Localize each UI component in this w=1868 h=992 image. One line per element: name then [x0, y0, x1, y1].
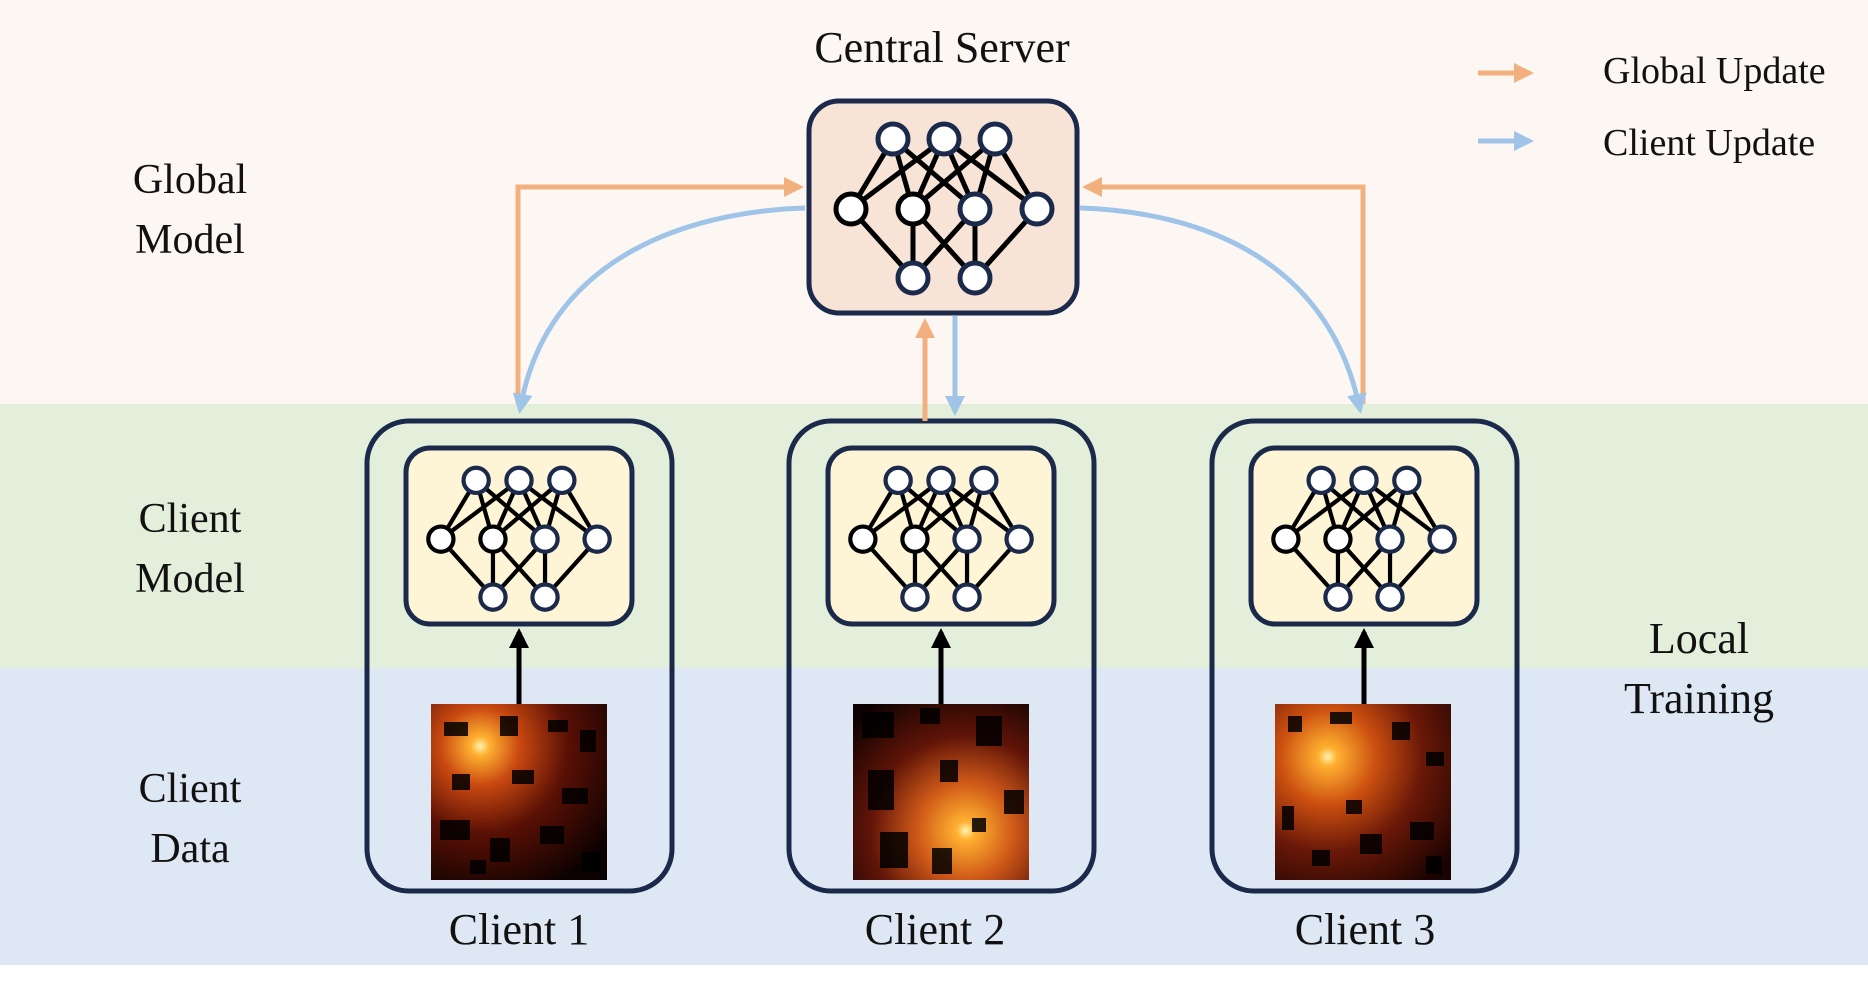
- client-1-global-update-arrow: [515, 177, 804, 404]
- row-label-global-model-2: Model: [135, 217, 245, 263]
- client-3-client-update-arrow: [1079, 205, 1367, 414]
- client-3-data-heatmap: [1275, 704, 1451, 880]
- client-2-model-box: [825, 445, 1057, 627]
- client-3-model-box: [1248, 445, 1480, 627]
- client-1-model-box: [403, 445, 635, 627]
- local-training-label-2: Training: [1624, 674, 1774, 723]
- central-server-title: Central Server: [814, 23, 1070, 72]
- client-2-label: Client 2: [865, 905, 1006, 954]
- row-label-client-model-2: Model: [135, 556, 245, 602]
- row-label-client-model-1: Client: [139, 496, 242, 542]
- legend-client-update-label: Client Update: [1603, 122, 1815, 164]
- client-3-global-update-arrow: [1082, 177, 1366, 404]
- legend: Global Update Client Update: [1478, 50, 1826, 164]
- row-label-client-data-2: Data: [150, 826, 230, 872]
- row-label-client-data-1: Client: [139, 766, 242, 812]
- client-1-frame: [364, 418, 675, 894]
- client-2-data-heatmap: [853, 704, 1029, 880]
- central-server-box: [806, 98, 1080, 316]
- legend-global-update-label: Global Update: [1603, 50, 1826, 92]
- client-2-frame: [786, 418, 1097, 894]
- local-training-label-1: Local: [1649, 614, 1749, 663]
- client-1-label: Client 1: [449, 905, 590, 954]
- client-3-frame: [1209, 418, 1520, 894]
- row-label-global-model-1: Global: [133, 157, 247, 203]
- client-3-label: Client 3: [1295, 905, 1436, 954]
- client-1-client-update-arrow: [512, 205, 806, 414]
- client-1-data-heatmap: [431, 704, 607, 880]
